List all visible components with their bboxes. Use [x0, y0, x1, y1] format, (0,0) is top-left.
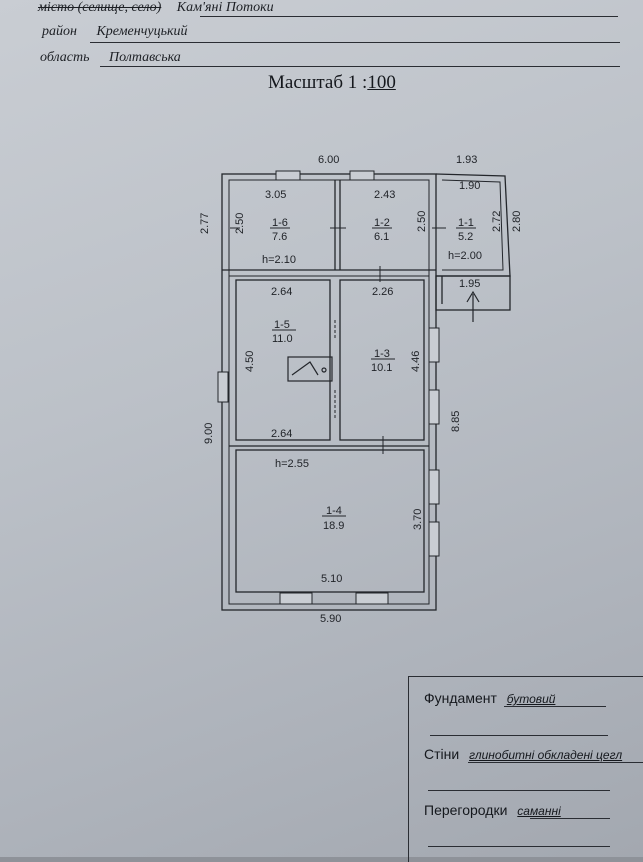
dim-bottom-total: 5.90 — [320, 613, 341, 625]
dim-h-lower: h=2.55 — [275, 458, 309, 470]
dim-right-total: 8.85 — [450, 411, 462, 432]
window — [428, 389, 440, 425]
partitions-value: саманні — [517, 804, 561, 818]
city-line: місто (селище, село) Кам'яні Потоки — [38, 0, 274, 16]
partitions-label: Перегородки — [424, 802, 508, 818]
dim-room16-width: 3.05 — [265, 189, 286, 201]
partitions-underline — [530, 818, 610, 819]
district-line: район Кременчуцький — [42, 24, 188, 40]
room-id: 1-6 — [272, 217, 288, 229]
inner-wall — [228, 179, 430, 605]
blank-underline-1 — [430, 735, 608, 736]
dim-room11-height: 2.72 — [491, 211, 503, 232]
room-area: 18.9 — [323, 520, 344, 532]
window — [349, 170, 375, 181]
room-1-3: 1-3 10.1 — [371, 348, 395, 374]
dim-left-total: 9.00 — [203, 423, 215, 444]
scale-label: Масштаб 1 : — [268, 72, 368, 93]
room-id: 1-1 — [458, 217, 474, 229]
walls-underline — [468, 762, 643, 763]
walls-label: Стіни — [424, 746, 460, 762]
room-area: 5.2 — [458, 231, 473, 243]
dim-top-annex: 1.93 — [456, 154, 477, 166]
dim-top-main: 6.00 — [318, 154, 339, 166]
city-underline — [200, 16, 618, 17]
dim-h-annex: h=2.00 — [448, 250, 482, 262]
dim-room15-top: 2.64 — [271, 286, 292, 298]
room-id: 1-2 — [374, 217, 390, 229]
room-1-3-wall — [339, 279, 425, 441]
district-underline — [90, 42, 620, 43]
room-id: 1-3 — [374, 348, 390, 360]
room-1-4: 1-4 18.9 — [322, 505, 346, 532]
walls-value: глинобитні обкладені цегл — [469, 748, 623, 762]
foundation-row: Фундамент бутовий — [424, 690, 555, 706]
window — [428, 327, 440, 363]
region-label: область — [40, 50, 90, 65]
region-underline — [100, 66, 620, 67]
dim-room16-height: 2.50 — [234, 213, 246, 234]
dim-room14-inner-width: 5.10 — [321, 573, 342, 585]
window — [217, 371, 229, 403]
dim-porch-width: 1.95 — [459, 278, 480, 290]
dim-room14-height: 3.70 — [412, 509, 424, 530]
room-1-5-wall — [235, 279, 331, 441]
room-id: 1-5 — [274, 319, 290, 331]
dim-room15-bottom: 2.64 — [271, 428, 292, 440]
city-label: місто (селище, село) — [38, 0, 162, 15]
district-label: район — [42, 24, 77, 39]
stove-icon — [287, 356, 333, 382]
dim-annex-inner-top: 1.90 — [459, 180, 480, 192]
room-1-5: 1-5 11.0 — [272, 319, 296, 345]
blank-underline-3 — [428, 846, 610, 847]
window — [275, 170, 301, 181]
window — [279, 592, 313, 605]
city-value: Кам'яні Потоки — [176, 0, 274, 15]
room-id: 1-4 — [326, 505, 342, 517]
dim-annex-right: 2.80 — [511, 211, 523, 232]
foundation-underline — [504, 706, 606, 707]
dim-room12-height: 2.50 — [416, 211, 428, 232]
room-area: 10.1 — [371, 362, 392, 374]
room-1-1: 1-1 5.2 — [456, 217, 476, 243]
region-line: область Полтавська — [40, 50, 181, 66]
foundation-value: бутовий — [506, 692, 556, 706]
dim-room13-height: 4.46 — [410, 351, 422, 372]
room-1-6: 1-6 7.6 — [270, 217, 290, 243]
walls-row: Стіни глинобитні обкладені цегл — [424, 746, 622, 762]
room-1-4-wall — [235, 449, 425, 593]
entrance-arrow-icon — [466, 290, 480, 322]
outer-wall — [221, 173, 437, 611]
window — [355, 592, 389, 605]
dim-h-upper: h=2.10 — [262, 254, 296, 266]
dim-left-upper: 2.77 — [199, 213, 211, 234]
dim-room13-top: 2.26 — [372, 286, 393, 298]
dim-room12-width: 2.43 — [374, 189, 395, 201]
scale-value: 100 — [367, 72, 396, 93]
room-area: 6.1 — [374, 231, 389, 243]
scale-caption: Масштаб 1 :100 — [268, 72, 396, 94]
dim-room15-height: 4.50 — [244, 351, 256, 372]
room-area: 11.0 — [272, 333, 293, 345]
window — [428, 469, 440, 505]
partitions-row: Перегородки саманні — [424, 802, 561, 818]
district-value: Кременчуцький — [96, 24, 188, 39]
foundation-label: Фундамент — [424, 690, 497, 706]
blank-underline-2 — [428, 790, 610, 791]
room-area: 7.6 — [272, 231, 287, 243]
materials-legend — [408, 676, 643, 862]
window — [428, 521, 440, 557]
region-value: Полтавська — [108, 50, 181, 65]
room-1-2: 1-2 6.1 — [372, 217, 392, 243]
